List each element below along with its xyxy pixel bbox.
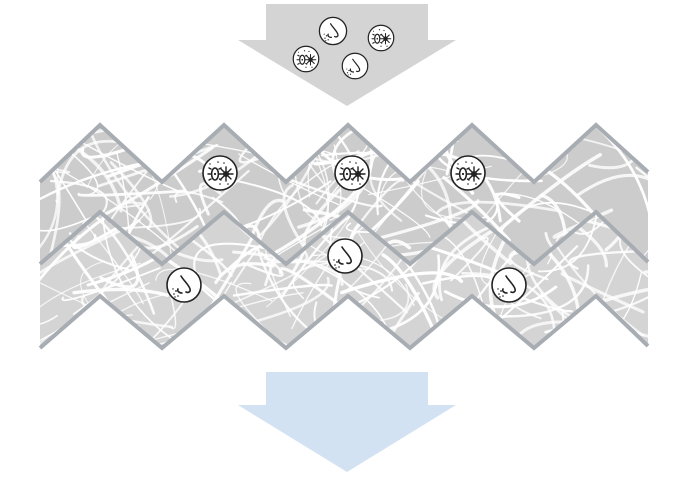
fiber-strand [331,125,382,174]
fiber-strand [40,262,141,323]
fiber-strand [232,283,333,297]
inflow-arrow [238,4,456,106]
fiber-strand [442,175,511,242]
fiber-strand [49,179,108,220]
fiber-strand [235,282,267,330]
fiber-strand [78,212,156,315]
fiber-strand [445,125,535,138]
fiber-strand [329,144,342,221]
fiber-strand [280,212,374,298]
fiber-strand [174,190,224,203]
filter-layer-lower [17,212,700,348]
fiber-strand [495,192,521,223]
nose-icon [327,238,363,274]
fiber-strand [432,218,511,300]
fiber-strand [40,125,64,166]
filter-top-border [38,122,650,185]
nose-icon [166,267,202,303]
fiber-strand [575,173,648,198]
nose-icon [341,52,369,80]
fiber-strand [526,125,559,163]
fiber-strand [72,287,170,297]
fiber-strand [77,189,187,197]
fiber-strand [262,180,365,261]
fiber-strand [40,206,95,232]
fiber-strand [40,212,138,322]
nose-icon [318,16,348,46]
fiber-strand [568,250,637,270]
fiber-strand [663,257,700,314]
filter-middle-border [38,209,650,267]
fiber-strand [40,125,132,135]
microbe-icon [450,155,486,191]
fiber-strand [278,267,345,310]
fiber-strand [409,141,426,157]
fiber-strand [560,272,645,314]
fiber-strand [17,230,31,241]
fiber-strand [533,212,609,268]
fiber-strand [435,200,562,214]
fiber-strand [99,253,140,289]
fiber-strand [573,212,618,235]
microbe-icon [334,155,370,191]
fiber-strand [450,236,489,282]
fiber-strand [350,180,431,238]
fiber-strand [40,125,71,134]
microbe-icon [367,24,395,52]
filter-bottom-border [38,293,650,351]
fiber-strand [67,134,182,194]
fiber-strand [643,222,648,274]
nose-icon [491,267,527,303]
fiber-strand [251,276,330,324]
fiber-strand [67,150,99,196]
fiber-strand [597,212,648,314]
fiber-strand [271,125,304,163]
filter-borders [38,122,650,351]
outflow-arrow [238,372,456,472]
microbe-icon [202,155,238,191]
fiber-strand [40,170,59,264]
fiber-strand [40,125,123,213]
fiber-strand [56,139,118,195]
microbe-icon [292,45,320,73]
fiber-strand [102,207,201,230]
fiber-strand [40,300,58,327]
fiber-strand [635,166,648,206]
